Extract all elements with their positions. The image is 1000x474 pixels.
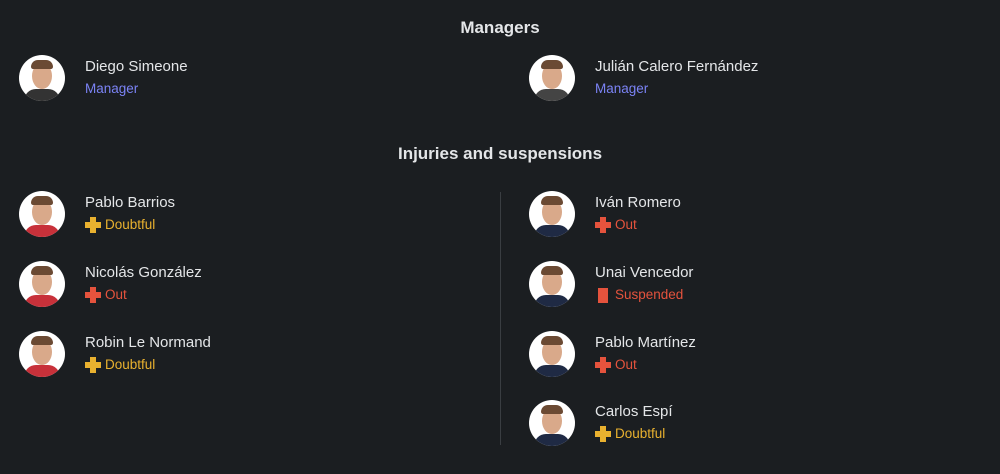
player-item[interactable]: Unai Vencedor Suspended <box>529 260 693 308</box>
status-badge: Doubtful <box>85 215 175 235</box>
person-name: Unai Vencedor <box>595 264 694 281</box>
injuries-title: Injuries and suspensions <box>397 144 603 163</box>
plus-icon <box>85 287 101 303</box>
status-badge: Out <box>85 285 202 305</box>
avatar <box>19 191 65 237</box>
person-name: Iván Romero <box>595 194 681 211</box>
role-label: Manager <box>85 81 139 96</box>
plus-icon <box>595 426 611 442</box>
role-label: Manager <box>595 81 649 96</box>
column-divider <box>500 192 501 445</box>
status-badge: Suspended <box>595 285 693 305</box>
player-item[interactable]: Carlos Espí Doubtful <box>529 399 673 447</box>
person-name: Pablo Barrios <box>85 194 176 211</box>
player-item[interactable]: Nicolás González Out <box>19 260 202 308</box>
person-name: Pablo Martínez <box>595 334 696 351</box>
player-item[interactable]: Pablo Barrios Doubtful <box>19 190 175 238</box>
manager-item[interactable]: Diego Simeone Manager <box>19 54 188 102</box>
avatar <box>529 191 575 237</box>
plus-icon <box>85 217 101 233</box>
person-name: Julián Calero Fernández <box>595 58 759 75</box>
red-card-icon <box>598 287 608 303</box>
plus-icon <box>85 357 101 373</box>
avatar <box>19 331 65 377</box>
person-name: Robin Le Normand <box>85 334 211 351</box>
player-item[interactable]: Iván Romero Out <box>529 190 681 238</box>
player-item[interactable]: Robin Le Normand Doubtful <box>19 330 211 378</box>
avatar <box>19 261 65 307</box>
person-name: Diego Simeone <box>85 58 188 75</box>
avatar <box>529 400 575 446</box>
plus-icon <box>595 217 611 233</box>
managers-title: Managers <box>460 18 540 37</box>
avatar <box>529 331 575 377</box>
avatar <box>529 261 575 307</box>
avatar <box>529 55 575 101</box>
plus-icon <box>595 357 611 373</box>
status-badge: Doubtful <box>85 355 211 375</box>
status-badge: Out <box>595 355 696 375</box>
status-badge: Doubtful <box>595 424 673 444</box>
manager-item[interactable]: Julián Calero Fernández Manager <box>529 54 758 102</box>
status-badge: Out <box>595 215 681 235</box>
person-name: Nicolás González <box>85 264 202 281</box>
person-name: Carlos Espí <box>595 403 673 420</box>
player-item[interactable]: Pablo Martínez Out <box>529 330 696 378</box>
avatar <box>19 55 65 101</box>
